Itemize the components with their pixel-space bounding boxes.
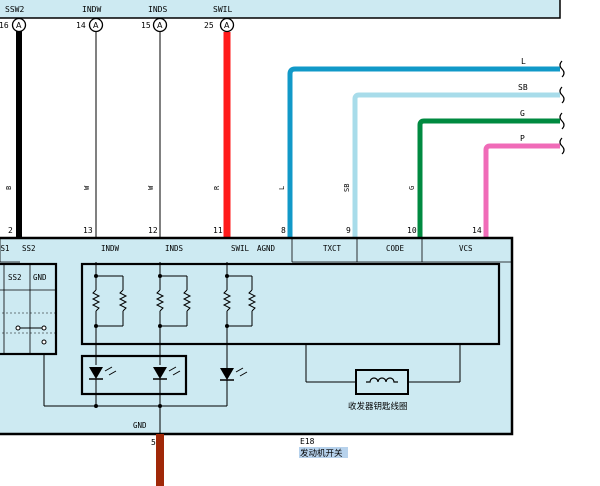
top-pin-number-14: 14 (76, 21, 86, 30)
top-pin-number-16: 16 (0, 21, 9, 30)
wire-agnd-blue (287, 66, 560, 238)
wire-code-code: G (408, 186, 416, 190)
pin-label-agnd: AGND (257, 244, 276, 253)
pin-label-ss2: SS2 (22, 244, 36, 253)
pin-number-2: 2 (8, 226, 13, 235)
pin-number-13: 13 (83, 226, 93, 235)
wire-vcs-pink (483, 143, 560, 238)
pin-label-ss1: SS1 (0, 244, 10, 253)
svg-text:A: A (93, 21, 99, 30)
connector-marker-indw: A (88, 17, 104, 33)
top-pin-name-swil: SWIL (213, 5, 232, 14)
svg-text:A: A (224, 21, 230, 30)
wire-code-inds: W (147, 185, 155, 190)
component-name-highlight (299, 447, 348, 458)
pin-number-10: 10 (407, 226, 417, 235)
connector-marker-inds: A (152, 17, 168, 33)
engine-switch-module (0, 236, 514, 436)
top-pin-number-25: 25 (204, 21, 214, 30)
right-wire-label-p: P (520, 134, 525, 143)
pin-number-14: 14 (472, 226, 482, 235)
top-connector-body (0, 0, 561, 19)
svg-text:A: A (16, 21, 22, 30)
pin-label-vcs: VCS (459, 244, 473, 253)
switch-label-gnd: GND (33, 273, 47, 282)
wire-code-ssw2: B (5, 186, 13, 190)
transponder-key-coil (355, 369, 409, 395)
pin-label-txct: TXCT (323, 244, 342, 253)
pin-number-8: 8 (281, 226, 286, 235)
ignition-switch-block (0, 262, 58, 356)
pin-number-12: 12 (148, 226, 158, 235)
indicator-resistor-box (80, 262, 501, 346)
top-pin-number-15: 15 (141, 21, 151, 30)
pin-label-swil: SWIL (231, 244, 250, 253)
pin-number-11: 11 (213, 226, 223, 235)
top-pin-name-indw: INDW (82, 5, 101, 14)
pin-label-indw: INDW (101, 244, 120, 253)
ground-pin-number: 5 (151, 438, 156, 447)
component-code: E18 (300, 437, 315, 446)
wire-break-marks (559, 60, 565, 155)
pin-label-code: CODE (386, 244, 405, 253)
right-wire-label-g: G (520, 109, 525, 118)
top-pin-name-ssw2: SSW2 (5, 5, 24, 14)
wire-code-green (417, 118, 560, 238)
coil-label: 收发器钥匙线圈 (348, 401, 408, 412)
wire-code-txct: SB (343, 184, 351, 192)
led-indw (89, 366, 117, 406)
connector-marker-ssw2: A (11, 17, 27, 33)
wire-code-swil: R (213, 185, 221, 190)
wire-code-agnd: L (278, 186, 286, 190)
wire-txct-skyblue (352, 92, 560, 238)
right-wire-label-l: L (521, 57, 526, 66)
pin-number-9: 9 (346, 226, 351, 235)
connector-marker-swil: A (219, 17, 235, 33)
component-name: 发动机开关 (300, 448, 343, 459)
ground-label: GND (133, 421, 147, 430)
led-inds (153, 366, 181, 406)
pin-label-inds: INDS (165, 244, 184, 253)
led-swil (220, 367, 248, 406)
right-wire-label-sb: SB (518, 83, 528, 92)
pin-label-strip (0, 238, 512, 263)
svg-text:A: A (157, 21, 163, 30)
wire-code-indw: W (83, 185, 91, 190)
top-pin-name-inds: INDS (148, 5, 167, 14)
switch-label-ss2: SS2 (8, 273, 22, 282)
indicator-led-box (80, 354, 188, 396)
